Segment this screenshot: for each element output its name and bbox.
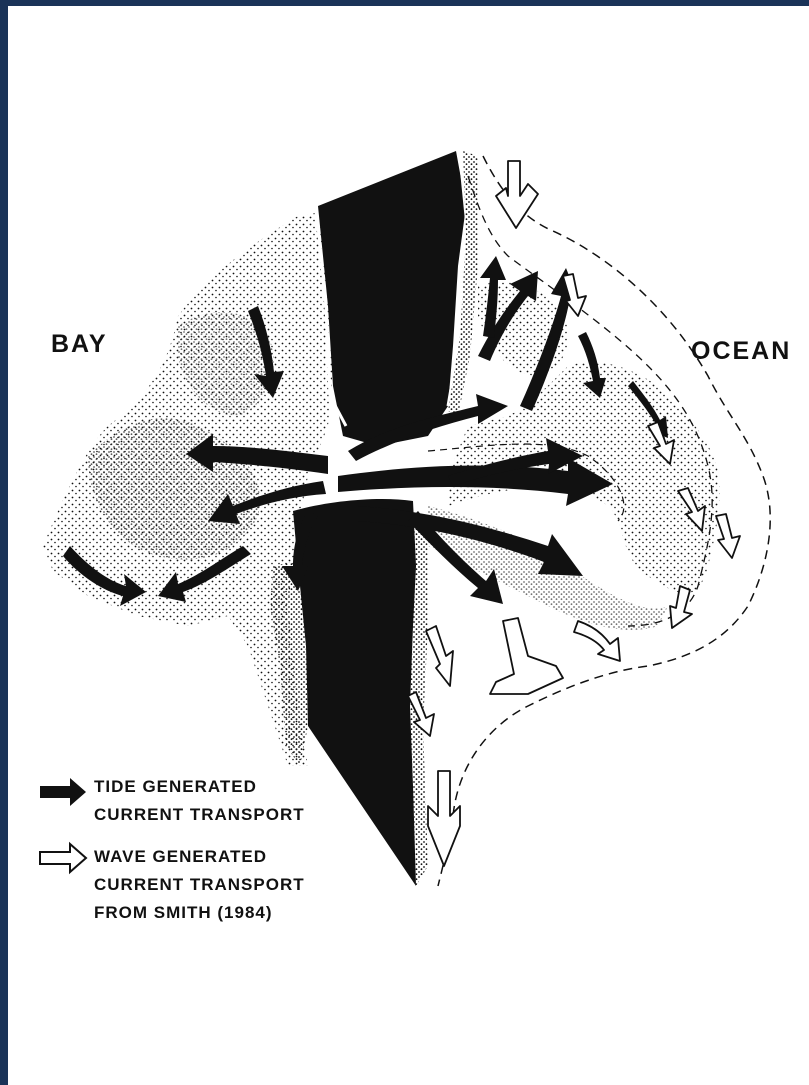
legend-wave-line2: CURRENT TRANSPORT	[94, 871, 305, 899]
wave-arrow-ebb-front-2	[426, 626, 453, 686]
wave-arrow-north	[496, 161, 538, 228]
legend-tide: TIDE GENERATED CURRENT TRANSPORT	[94, 773, 305, 829]
inlet-channel-lower	[293, 499, 416, 886]
diagram-sheet: BAY OCEAN TIDE GENERATED CURRENT TRANSPO…	[8, 6, 809, 1085]
legend-wave-arrow-symbol	[40, 844, 86, 872]
legend-tide-line2: CURRENT TRANSPORT	[94, 801, 305, 829]
bay-label: BAY	[51, 330, 108, 359]
wave-arrow-south	[428, 771, 460, 866]
inlet-channel-upper	[318, 151, 466, 446]
legend-wave-line1: WAVE GENERATED	[94, 843, 305, 871]
ocean-label: OCEAN	[691, 337, 791, 366]
wave-arrow-shoal-2	[716, 514, 740, 558]
legend-wave: WAVE GENERATED CURRENT TRANSPORT FROM SM…	[94, 843, 305, 927]
legend-tide-arrow-symbol	[40, 778, 86, 806]
wave-arrow-ebb-front-1	[490, 618, 563, 694]
legend-wave-line3: FROM SMITH (1984)	[94, 899, 305, 927]
wave-arrow-shoal-3	[670, 586, 692, 628]
legend-tide-line1: TIDE GENERATED	[94, 773, 305, 801]
